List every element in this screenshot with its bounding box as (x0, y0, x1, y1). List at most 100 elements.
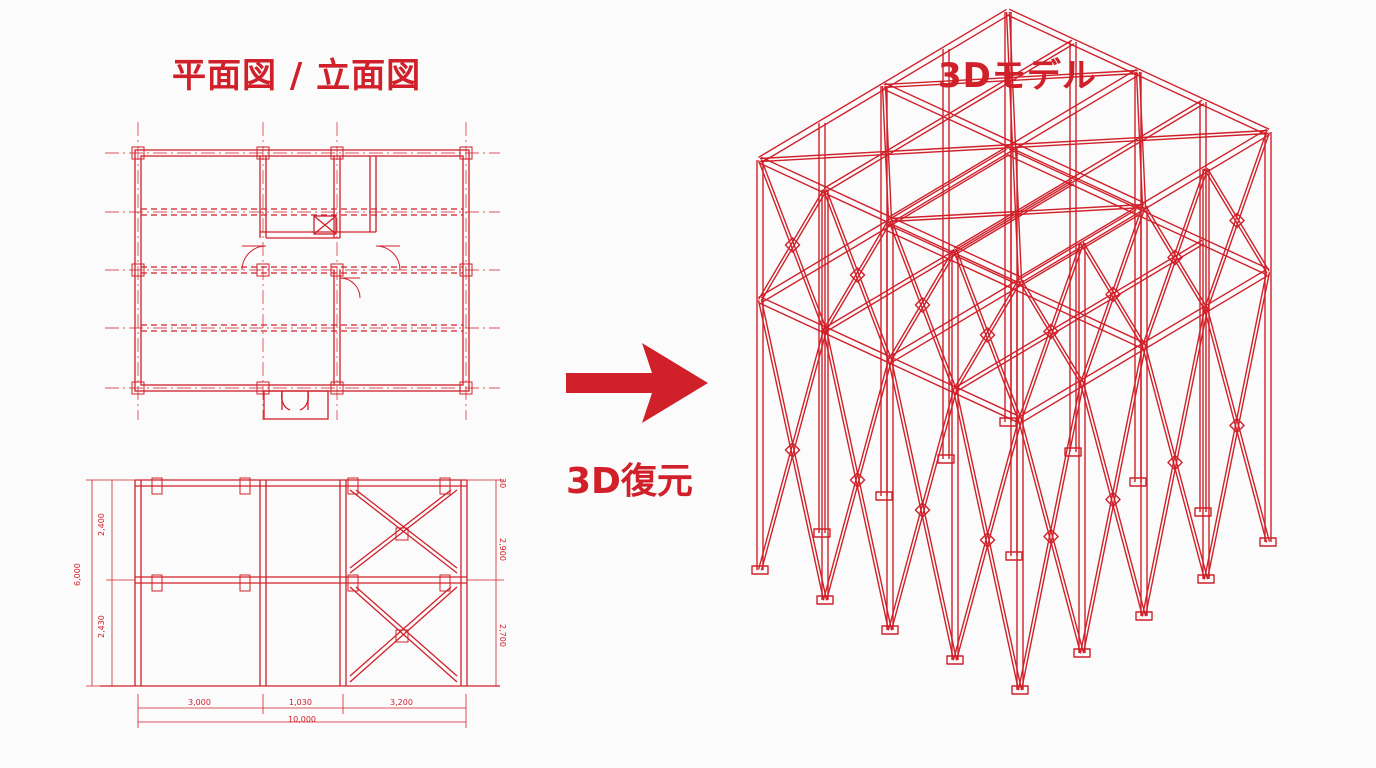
arrow-right-icon (566, 343, 708, 423)
dim-left-lower: 2,430 (97, 615, 106, 638)
column-base-plate (999, 417, 1017, 427)
dim-bay-1: 3,000 (188, 698, 211, 707)
column-base-plate (1129, 477, 1147, 487)
dim-bay-2: 1,030 (289, 698, 312, 707)
roof-brace (1005, 12, 1014, 147)
plan-equipment-box (313, 215, 337, 235)
roof-brace (1014, 132, 1269, 149)
plan-columns (131, 146, 473, 395)
brace (1082, 241, 1146, 346)
brace (757, 329, 825, 570)
brace (953, 278, 1020, 390)
beam (1018, 268, 1267, 419)
brace (822, 359, 890, 600)
roof-brace (1138, 71, 1147, 206)
column-base-plate (1064, 447, 1082, 457)
roof-brace (884, 72, 1139, 89)
roof-brace (1135, 72, 1144, 207)
brace (823, 218, 890, 330)
gusset-plate (979, 327, 996, 343)
roof-brace (889, 203, 1144, 220)
beam (1008, 8, 1270, 130)
roof-brace (759, 143, 1014, 160)
beam (761, 153, 1010, 304)
brace (1206, 308, 1271, 542)
brace (1203, 309, 1268, 543)
gusset-plate (914, 502, 931, 518)
plan-outer-walls (134, 149, 470, 392)
brace (1020, 419, 1085, 653)
brace (1141, 346, 1206, 580)
roof-brace (890, 206, 1145, 223)
gusset-plate (1229, 212, 1245, 229)
brace (1144, 204, 1208, 309)
roof-brace (1014, 145, 1023, 280)
beam (758, 148, 1007, 299)
column-base-plate (1005, 551, 1023, 561)
roof-brace (760, 146, 1015, 163)
gusset-plate (914, 297, 931, 313)
gusset-plate (1167, 454, 1183, 471)
elevation: 6,000 2,400 2,430 2,900 2,700 30 3,000 1… (73, 477, 507, 728)
gusset-plate (784, 442, 801, 458)
column-base-plate (1135, 611, 1153, 621)
beam (825, 183, 1075, 333)
column-base-plate (1194, 507, 1212, 517)
beam (825, 43, 1075, 193)
gusset-plate (1229, 417, 1245, 434)
gusset-plate (784, 237, 801, 253)
brace (955, 420, 1023, 661)
brace (1018, 280, 1082, 385)
brace (1144, 345, 1209, 579)
gusset-plate (1043, 323, 1059, 340)
column-base-plate (1011, 685, 1029, 695)
roof-brace (881, 86, 890, 221)
column-base-plate (813, 528, 831, 538)
gusset-plate (979, 532, 996, 548)
brace (1082, 382, 1147, 616)
beam (823, 39, 1073, 189)
beam (888, 208, 1137, 359)
dim-left-total: 6,000 (73, 563, 82, 586)
column-base-plate (875, 491, 893, 501)
brace (890, 250, 957, 362)
gusset-plate (1043, 528, 1059, 545)
brace (760, 330, 828, 571)
beam (953, 99, 1203, 249)
beam (953, 239, 1203, 389)
brace (1080, 243, 1144, 348)
column-base-plate (881, 625, 899, 635)
brace (955, 280, 1022, 392)
beam (823, 179, 1073, 329)
column-base-plate (751, 565, 769, 575)
beam (1021, 133, 1270, 284)
plan-entrance (263, 390, 329, 420)
beam (1006, 154, 1268, 276)
dim-left-upper: 2,400 (97, 513, 106, 536)
brace (887, 389, 955, 630)
brace (760, 190, 827, 302)
brace (825, 220, 892, 332)
beam (955, 103, 1205, 253)
plan-elevation-title: 平面図 / 立面図 (172, 56, 422, 96)
gusset-plate (849, 267, 866, 283)
beam (884, 222, 1146, 344)
column-base-plate (946, 655, 964, 665)
brace (1017, 420, 1082, 654)
brace (758, 188, 825, 300)
brace (890, 390, 958, 631)
column-base-plate (1073, 648, 1091, 658)
brace (888, 248, 955, 360)
dim-total-width: 10,000 (288, 715, 316, 724)
plan-grid-lines (105, 122, 500, 420)
roof-brace (1008, 11, 1017, 146)
dim-right-top: 30 (498, 478, 507, 488)
elevation-bracing (349, 489, 458, 683)
roof-brace (884, 85, 893, 220)
column-base-plate (816, 595, 834, 605)
roof-brace (1011, 146, 1020, 281)
plan-door-swings (241, 245, 401, 299)
gusset-plate (1105, 286, 1121, 303)
plan-interior-walls (259, 156, 377, 385)
